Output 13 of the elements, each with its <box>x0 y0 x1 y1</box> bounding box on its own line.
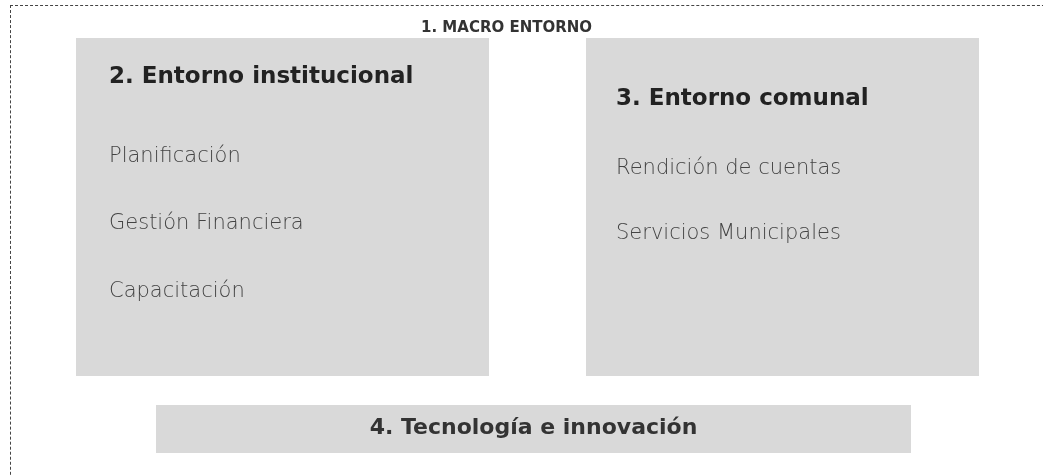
dashed-frame <box>10 5 1043 476</box>
panel <box>586 38 979 376</box>
banner-title: 4. Tecnología e innovación <box>368 414 699 439</box>
list-item: Servicios Municipales <box>616 220 841 244</box>
list-item: Planificación <box>109 143 241 167</box>
panel-heading: 2. Entorno institucional <box>109 62 414 88</box>
panel <box>76 38 489 376</box>
panel-heading: 3. Entorno comunal <box>616 84 869 110</box>
banner-bar <box>156 405 911 453</box>
section-title: 1. MACRO ENTORNO <box>421 18 593 36</box>
list-item: Capacitación <box>109 278 245 302</box>
list-item: Rendición de cuentas <box>616 155 842 179</box>
list-item: Gestión Financiera <box>109 210 304 234</box>
